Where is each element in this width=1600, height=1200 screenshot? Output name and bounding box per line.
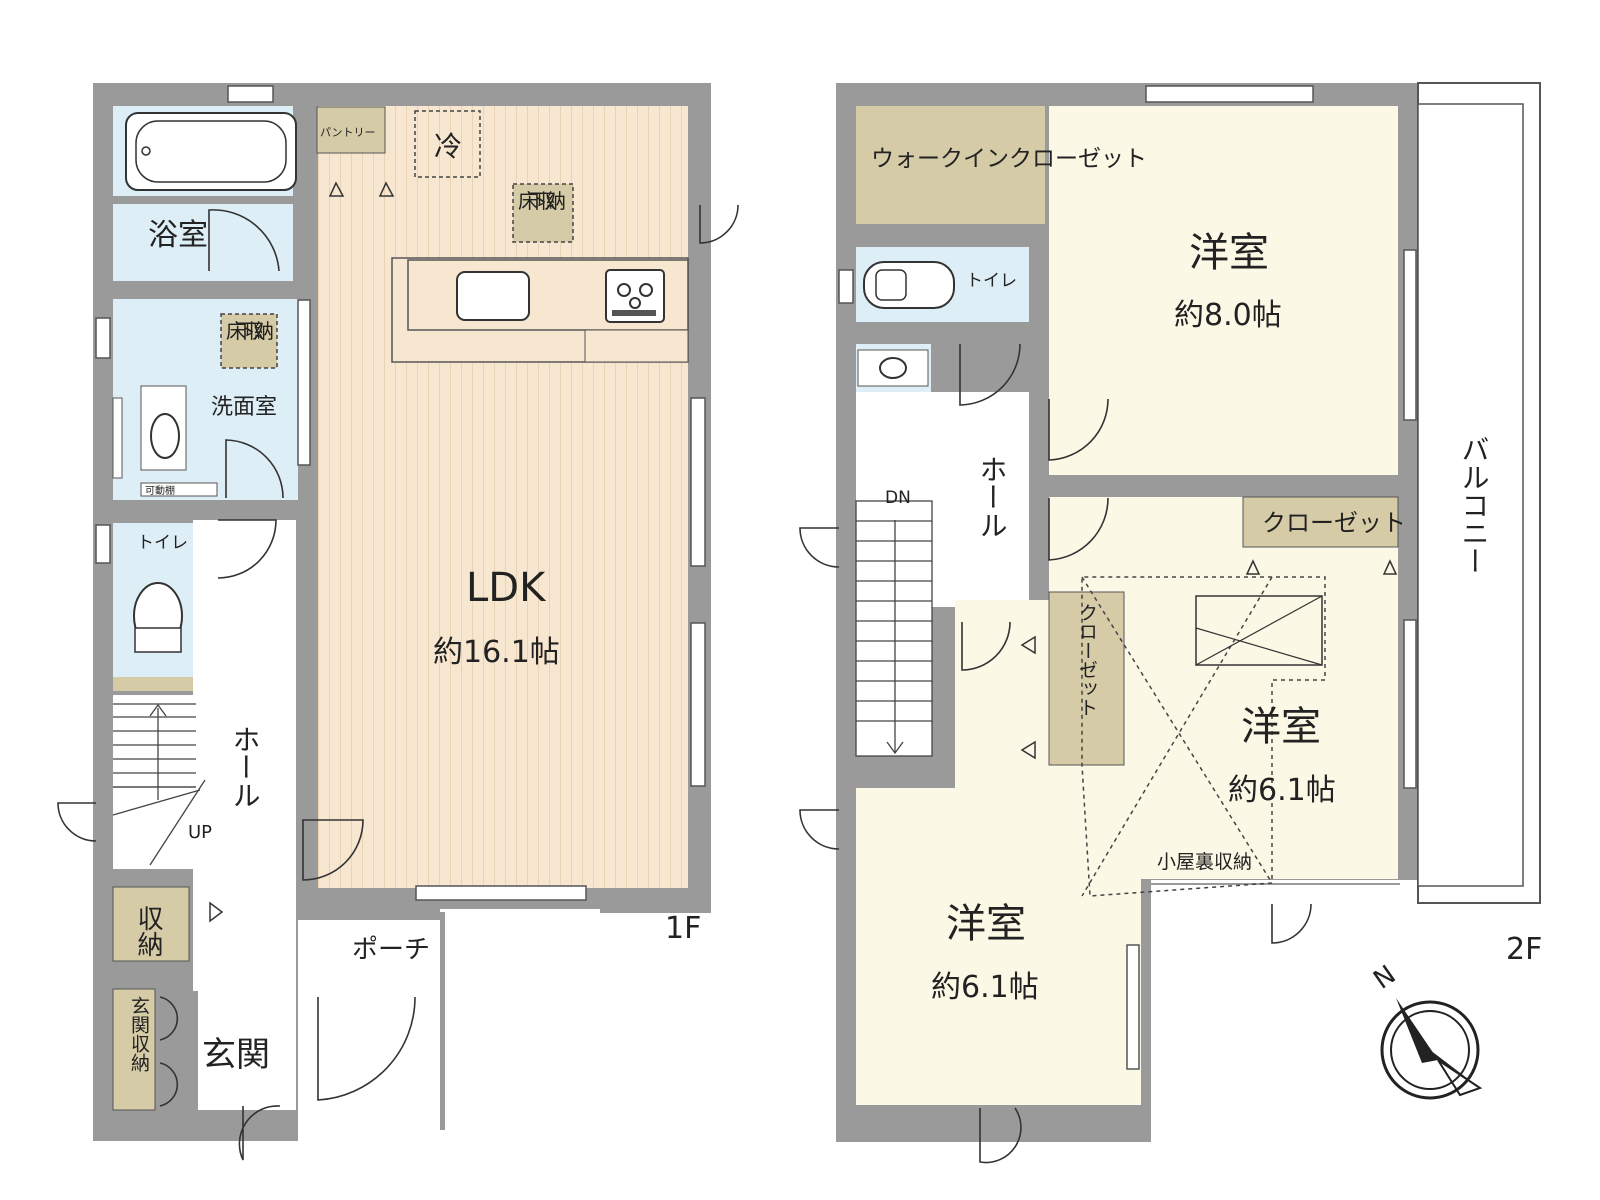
room-label-8jo: 洋室 [1189,230,1269,276]
entrance-storage-doors [159,996,179,1107]
stairs-1f [112,703,206,866]
closet-door [961,621,1011,671]
compass-north-label: N [1368,960,1401,996]
stove-icon [605,269,665,323]
ldk-door [302,819,364,881]
label-pantry: パントリー [320,126,376,139]
room-8jo-door [1048,398,1109,461]
room-label-closet-right: クローゼット [1262,509,1406,537]
room-label-ldk: LDK [466,565,547,611]
room-label-walk-in-closet: ウォークインクローゼット [871,146,1147,172]
room-label-washroom: 洗面室 [211,395,277,420]
room-6jo-bottom-window-door [979,1107,1022,1164]
closet-right [1242,496,1399,548]
floor-1f: 浴室 洗面室 トイレ ホール 収納 玄関 玄関収納 ポーチ LDK 約16.1帖… [57,83,739,1161]
room-6jo-right-window-door [1271,903,1312,944]
stairs-2f [855,500,933,757]
washbasin-icon [150,413,180,459]
toilet-1f-door [217,519,277,579]
room-size-6jo-bottom: 約6.1帖 [931,970,1039,1005]
room-label-6jo-right: 洋室 [1241,704,1321,750]
closet-middle [1048,591,1125,766]
room-label-balcony: バルコニー [1458,435,1491,575]
walk-in-closet-floor [856,106,1045,224]
compass-icon: N [1368,960,1483,1100]
fridge-space [414,110,481,178]
room-label-toilet-1f: トイレ [137,533,188,553]
room-size-8jo: 約8.0帖 [1174,298,1282,333]
toilet-2f-icon [863,261,955,309]
room-size-6jo-right: 約6.1帖 [1228,773,1336,808]
room-label-bath: 浴室 [148,218,208,253]
hall-side-door [57,802,97,842]
room-label-hall-1f: ホール [229,725,262,809]
stairs-side-door [799,527,840,568]
underfloor-storage-kitchen [512,183,574,243]
ldk-floor [318,106,688,888]
room-label-6jo-bottom: 洋室 [946,901,1026,947]
floor-2f: ウォークインクローゼット トイレ ホール DN クローゼット クローゼット バル… [799,82,1542,1164]
washroom-door [225,439,284,499]
room-label-closet-middle: クローゼット [1076,603,1098,717]
room-label-hall-2f: ホール [976,455,1009,539]
kitchen-back-door [699,204,739,244]
floor-label-2f: 2F [1506,932,1542,967]
bathroom-door [208,209,280,272]
room-label-storage: 収納 [133,905,163,957]
room-label-toilet-2f: トイレ [966,271,1017,291]
label-up: UP [188,822,212,843]
room-label-entrance: 玄関 [202,1035,270,1075]
sink-icon [456,271,530,321]
washbasin-2f-icon [879,357,907,379]
label-underfloor-kitchen: 床下収納 [518,189,566,213]
label-movable-shelf: 可動棚 [145,484,175,497]
room-label-entrance-storage: 玄関収納 [128,996,150,1072]
room-label-porch: ポーチ [352,935,430,965]
attic-hatch [1195,595,1323,666]
floor-label-1f: 1F [665,911,701,946]
entrance-floor [198,988,296,1110]
label-attic-storage: 小屋裏収納 [1157,851,1252,873]
room-6jo-right-door [1048,497,1109,561]
room-size-ldk: 約16.1帖 [433,635,560,670]
attic-storage-outline [1081,576,1326,897]
label-underfloor-wash: 床下収納 [226,319,274,343]
front-door [317,996,416,1101]
label-dn: DN [885,488,911,508]
entrance-window-door [238,1105,281,1161]
porch-floor [318,920,438,1112]
label-fridge: 冷 [434,130,462,163]
underfloor-storage-wash [220,313,278,369]
toilet-2f-door [959,343,1021,406]
bathtub-icon [125,112,297,191]
movable-shelf [140,482,218,497]
room-6jo-bottom-side-door [799,809,840,850]
